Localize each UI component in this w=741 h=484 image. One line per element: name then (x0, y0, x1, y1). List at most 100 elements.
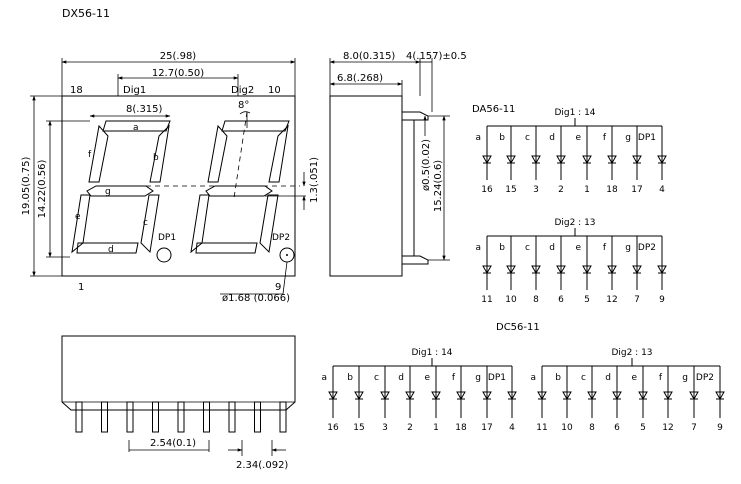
side-body (329, 95, 403, 277)
led-diode (537, 391, 547, 401)
side-pin-dia-label: ø0.5(0.02) (421, 139, 432, 191)
common-pin-label: Dig2 : 13 (554, 218, 595, 228)
da-title: DA56-11 (472, 104, 515, 115)
led-diode (607, 265, 617, 275)
pin-10-label: 10 (268, 85, 281, 96)
pin-dia-leader (220, 261, 288, 295)
segment-c (140, 194, 160, 254)
digit-2: DP2 (190, 120, 295, 263)
segment-label: g (625, 243, 631, 253)
dp2-center (286, 254, 288, 256)
pin-number: 2 (407, 423, 413, 433)
segment-label: c (525, 243, 530, 253)
pin-number: 8 (533, 295, 539, 305)
segment-label: a (475, 133, 481, 143)
led-diode (328, 391, 338, 401)
common-pin-label: Dig1 : 14 (411, 348, 452, 358)
segment-e (71, 194, 91, 254)
part-title: DX56-11 (62, 7, 110, 20)
pin-number: 10 (505, 295, 517, 305)
segment-a (102, 120, 171, 132)
segment-label: d (605, 373, 611, 383)
segment-e2 (190, 194, 210, 254)
segment-d-label: d (108, 245, 114, 255)
led-diode (506, 155, 516, 165)
segment-label: e (575, 243, 581, 253)
bottom-pin (126, 401, 134, 433)
bottom-pin (203, 401, 210, 433)
segment-d2 (195, 242, 258, 254)
led-diode (405, 391, 415, 401)
segment-label: g (625, 133, 631, 143)
segment-c-label: c (143, 218, 148, 228)
front-view: 25(.98) 12.7(0.50) 18 Dig1 Dig2 10 1 9 1… (21, 51, 320, 304)
side-lead-strip (401, 119, 415, 257)
pin-number: 15 (505, 185, 516, 195)
pin-number: 3 (382, 423, 388, 433)
segment-label: e (575, 133, 581, 143)
segment-label: e (424, 373, 430, 383)
dp2-label: DP2 (272, 233, 290, 243)
dc-title: DC56-11 (496, 322, 540, 333)
digit-height-dim-label: 14.22(0.56) (37, 160, 48, 219)
segment-b (149, 124, 170, 183)
pin-number: 18 (455, 423, 467, 433)
segment-label: f (603, 133, 607, 143)
led-diode (582, 265, 592, 275)
led-diode (531, 155, 541, 165)
led-diode (482, 391, 492, 401)
depth-dim-label: 8.0(0.315) (343, 51, 395, 62)
led-diode (354, 391, 364, 401)
pin-number: 1 (433, 423, 439, 433)
pin-number: 17 (481, 423, 492, 433)
led-diode (638, 391, 648, 401)
bottom-pins (75, 401, 287, 433)
bottom-pin (101, 401, 108, 433)
pin-number: 6 (558, 295, 564, 305)
height-dim-label: 19.05(0.75) (21, 157, 32, 216)
bottom-pin (152, 401, 159, 433)
pin-number: 12 (662, 423, 673, 433)
led-diode (507, 391, 517, 401)
pin-number: 9 (659, 295, 665, 305)
led-diode (556, 265, 566, 275)
segment-label: b (555, 373, 561, 383)
segment-label: a (530, 373, 536, 383)
segment-g-label: g (105, 187, 111, 197)
pin-9-label: 9 (275, 282, 281, 293)
led-diode (587, 391, 597, 401)
segment-label: a (475, 243, 481, 253)
pin-number: 11 (481, 295, 492, 305)
pin-number: 5 (584, 295, 590, 305)
pin-dia-label: ø1.68 (0.066) (222, 293, 290, 304)
pin-number: 10 (561, 423, 573, 433)
dig1-label: Dig1 (123, 85, 146, 96)
segment-label: g (475, 373, 481, 383)
digit-1: a b c d e f g DP1 (71, 120, 176, 263)
led-diode (456, 391, 466, 401)
led-diode (657, 265, 667, 275)
bottom-pin (75, 401, 83, 433)
segment-label: a (321, 373, 327, 383)
pin-1-label: 1 (78, 282, 84, 293)
led-diode (531, 265, 541, 275)
pin-pitch-dim-label: 2.54(0.1) (150, 438, 196, 449)
segment-label: c (581, 373, 586, 383)
led-diode (380, 391, 390, 401)
row-dim-label: 15.24(0.6) (433, 160, 444, 212)
slant-dim-label: 8(.315) (126, 104, 163, 115)
slant-centerline (233, 111, 248, 199)
body-dim-label: 6.8(.268) (337, 73, 383, 84)
pin-number: 16 (327, 423, 339, 433)
common-pin-label: Dig1 : 14 (554, 108, 595, 118)
segment-label: c (374, 373, 379, 383)
segment-label: c (525, 133, 530, 143)
common-pin-label: Dig2 : 13 (611, 348, 652, 358)
width-dim-label: 25(.98) (160, 51, 197, 62)
